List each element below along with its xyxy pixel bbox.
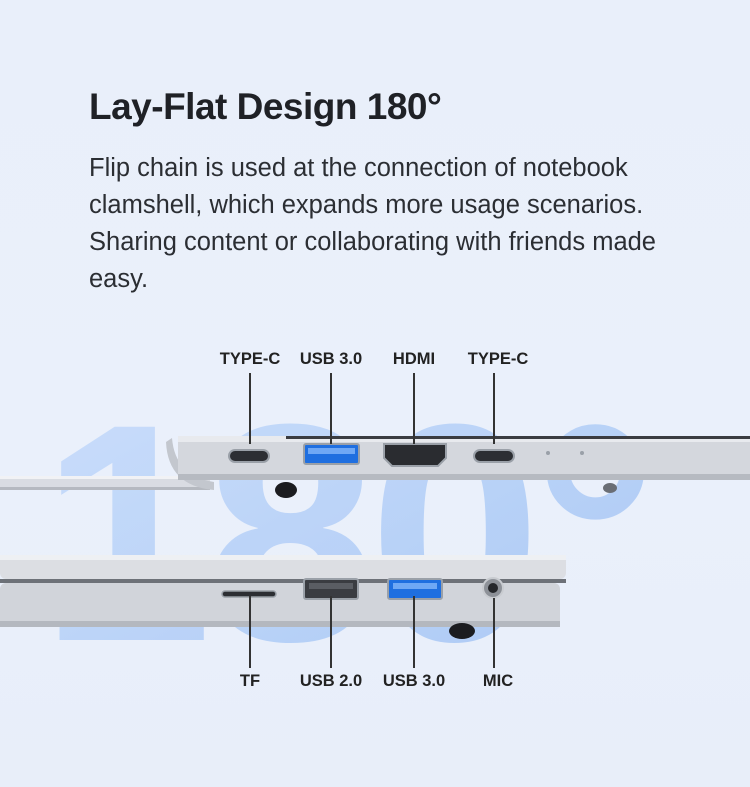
laptop-top-side-view xyxy=(0,436,750,498)
feature-description: Flip chain is used at the connection of … xyxy=(89,154,656,293)
port-label-usb3-top: USB 3.0 xyxy=(299,350,363,368)
leader-line xyxy=(330,373,332,444)
laptop-bottom-side-view xyxy=(0,555,566,639)
leader-line xyxy=(330,596,332,668)
leader-line xyxy=(493,598,495,668)
svg-text:180°: 180° xyxy=(40,359,649,706)
port-label-type-c-1: TYPE-C xyxy=(219,350,281,368)
port-label-usb3-bottom: USB 3.0 xyxy=(382,672,446,690)
leader-line xyxy=(249,596,251,668)
port-label-tf: TF xyxy=(239,672,261,690)
leader-line xyxy=(493,373,495,444)
port-label-usb2: USB 2.0 xyxy=(299,672,363,690)
port-label-type-c-2: TYPE-C xyxy=(467,350,529,368)
leader-line xyxy=(413,373,415,444)
usb-c-port-icon xyxy=(228,449,270,463)
port-label-hdmi: HDMI xyxy=(392,350,436,368)
hdmi-port-icon xyxy=(383,443,447,467)
page-title: Lay-Flat Design 180° xyxy=(89,86,442,127)
port-label-mic: MIC xyxy=(482,672,514,690)
leader-line xyxy=(413,596,415,668)
usb-c-port-icon-2 xyxy=(473,449,515,463)
leader-line xyxy=(249,373,251,444)
